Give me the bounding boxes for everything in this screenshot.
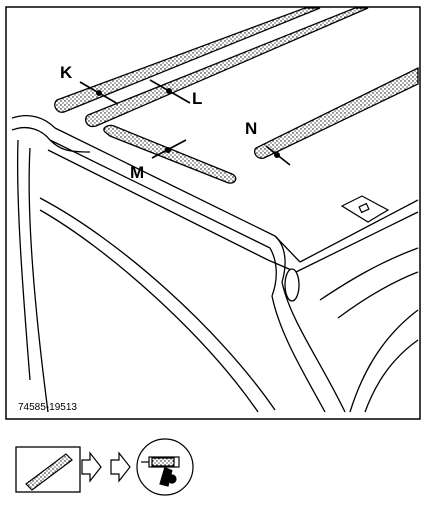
hollow-arrow-icon-2: [110, 451, 131, 483]
callout-l: L: [192, 89, 202, 108]
hollow-arrow-icon: [81, 451, 102, 483]
figure-reference: 74585-19513: [18, 402, 77, 413]
adhesive-beads: [54, 7, 419, 184]
diagram-frame: [5, 6, 421, 420]
callout-k: K: [60, 63, 73, 82]
vehicle-body-lines: [11, 114, 419, 413]
bead-m: [103, 124, 237, 184]
body-hole: [284, 268, 300, 302]
callout-m: M: [130, 163, 144, 182]
bead-l: [85, 7, 369, 128]
callout-leaders: [79, 79, 291, 166]
roof-bracket: [340, 195, 390, 223]
sealant-gun-icon: [136, 438, 194, 496]
bead-n: [253, 66, 419, 159]
adhesive-bead-icon: [15, 446, 81, 493]
bead-k: [54, 7, 321, 113]
callout-n: N: [245, 119, 257, 138]
